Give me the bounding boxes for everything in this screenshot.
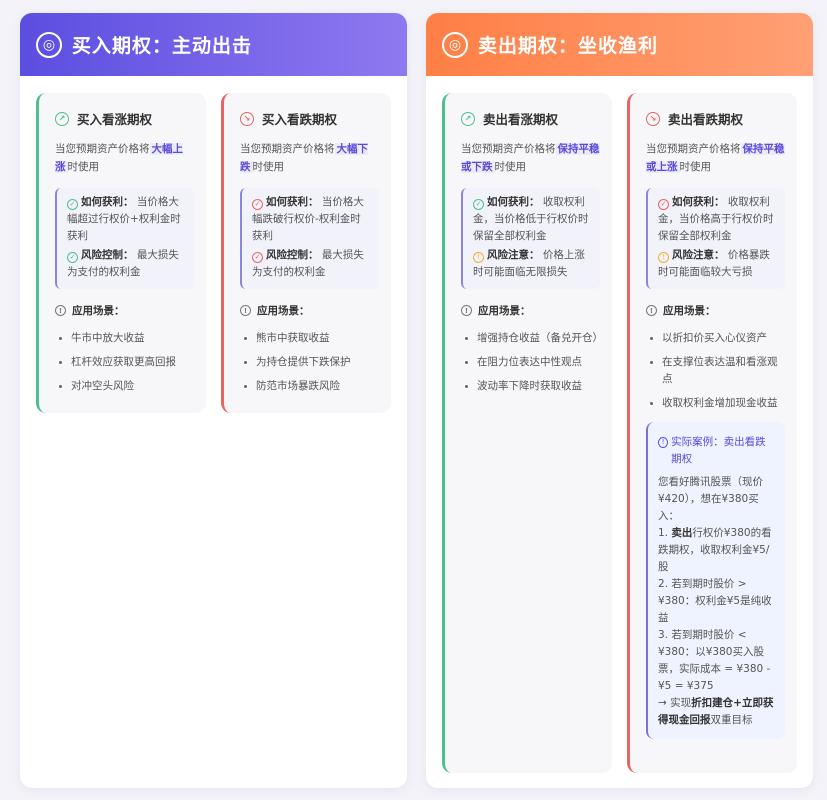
case-body: 您看好腾讯股票（现价¥420），想在¥380买入： 1. 卖出行权价¥380的看… (658, 474, 775, 729)
shield-icon: ✓ (252, 252, 263, 263)
sell-options-header: ◎ 卖出期权：坐收渔利 (426, 13, 813, 76)
card-title: ↘ 买入看跌期权 (240, 109, 379, 128)
buy-put-card: ↘ 买入看跌期权 当您预期资产价格将大幅下跌时使用 ✓如何获利： 当价格大幅跌破… (221, 93, 391, 413)
sell-put-card: ↘ 卖出看跌期权 当您预期资产价格将保持平稳或上涨时使用 ✓如何获利： 收取权利… (627, 93, 797, 773)
card-description: 当您预期资产价格将保持平稳或上涨时使用 (646, 143, 785, 173)
card-description: 当您预期资产价格将大幅下跌时使用 (240, 143, 368, 173)
list-item: 收取权利金增加现金收益 (646, 395, 785, 412)
scene-list: 熊市中获取收益 为持仓提供下跌保护 防范市场暴跌风险 (240, 330, 379, 395)
card-title: ↘ 卖出看跌期权 (646, 109, 785, 128)
list-item: 增强持仓收益（备兑开仓） (461, 330, 603, 347)
profit-risk-box: ✓如何获利： 收取权利金，当价格低于行权价时保留全部权利金 !风险注意： 价格上… (461, 188, 600, 289)
case-step-2: 2. 若到期时股价 > ¥380：权利金¥5是纯收益 (658, 578, 772, 624)
list-item: 杠杆效应获取更高回报 (55, 354, 194, 371)
trend-down-icon: ↘ (240, 111, 254, 126)
case-intro: 您看好腾讯股票（现价¥420），想在¥380买入： (658, 476, 763, 522)
list-item: 波动率下降时获取收益 (461, 378, 600, 395)
trend-up-icon: ↗ (55, 111, 69, 126)
trend-up-icon: ↗ (461, 111, 475, 126)
warning-icon: ! (658, 252, 669, 263)
sell-call-card: ↗ 卖出看涨期权 当您预期资产价格将保持平稳或下跌时使用 ✓如何获利： 收取权利… (442, 93, 612, 773)
profit-risk-box: ✓如何获利： 当价格大幅超过行权价+权利金时获利 ✓风险控制： 最大损失为支付的… (55, 188, 194, 289)
scene-title: !应用场景： (240, 303, 379, 318)
card-description: 当您预期资产价格将保持平稳或下跌时使用 (461, 143, 600, 173)
case-study-box: !实际案例：卖出看跌期权 您看好腾讯股票（现价¥420），想在¥380买入： 1… (646, 422, 785, 739)
shield-icon: ✓ (67, 252, 78, 263)
list-item: 牛市中放大收益 (55, 330, 194, 347)
buy-options-header: ◎ 买入期权：主动出击 (20, 13, 407, 76)
scene-list: 牛市中放大收益 杠杆效应获取更高回报 对冲空头风险 (55, 330, 194, 395)
lightbulb-icon: ! (461, 305, 472, 316)
warning-icon: ! (473, 252, 484, 263)
card-title: ↗ 买入看涨期权 (55, 109, 194, 128)
case-step-1: 1. 卖出行权价¥380的看跌期权，收取权利金¥5/股 (658, 527, 772, 573)
profit-risk-box: ✓如何获利： 当价格大幅跌破行权价-权利金时获利 ✓风险控制： 最大损失为支付的… (240, 188, 379, 289)
lightbulb-icon: ! (55, 305, 66, 316)
case-title: !实际案例：卖出看跌期权 (658, 434, 775, 468)
list-item: 防范市场暴跌风险 (240, 378, 379, 395)
case-conclusion: → 实现折扣建仓+立即获得现金回报双重目标 (658, 697, 774, 726)
buy-options-panel: ◎ 买入期权：主动出击 ↗ 买入看涨期权 当您预期资产价格将大幅上涨时使用 ✓如… (20, 13, 407, 788)
list-item: 熊市中获取收益 (240, 330, 379, 347)
lightbulb-icon: ! (646, 305, 657, 316)
card-description: 当您预期资产价格将大幅上涨时使用 (55, 143, 183, 173)
scene-title: !应用场景： (646, 303, 785, 318)
scene-list: 以折扣价买入心仪资产 在支撑位表达温和看涨观点 收取权利金增加现金收益 (646, 330, 785, 412)
list-item: 在支撑位表达温和看涨观点 (646, 354, 785, 388)
list-item: 以折扣价买入心仪资产 (646, 330, 785, 347)
buy-call-card: ↗ 买入看涨期权 当您预期资产价格将大幅上涨时使用 ✓如何获利： 当价格大幅超过… (36, 93, 206, 413)
case-step-3: 3. 若到期时股价 < ¥380：以¥380买入股票，实际成本 = ¥380 -… (658, 629, 771, 692)
check-icon: ✓ (658, 199, 669, 210)
lightbulb-icon: ! (240, 305, 251, 316)
scene-title: !应用场景： (55, 303, 194, 318)
list-item: 对冲空头风险 (55, 378, 194, 395)
scene-title: !应用场景： (461, 303, 600, 318)
panel-title: 卖出期权：坐收渔利 (478, 35, 659, 57)
scene-list: 增强持仓收益（备兑开仓） 在阻力位表达中性观点 波动率下降时获取收益 (461, 330, 603, 395)
trend-down-icon: ↘ (646, 111, 660, 126)
check-icon: ✓ (67, 199, 78, 210)
target-icon: ◎ (36, 31, 62, 58)
check-icon: ✓ (473, 199, 484, 210)
card-title: ↗ 卖出看涨期权 (461, 109, 600, 128)
panel-title: 买入期权：主动出击 (72, 35, 253, 57)
profit-risk-box: ✓如何获利： 收取权利金，当价格高于行权价时保留全部权利金 !风险注意： 价格暴… (646, 188, 785, 289)
sell-options-panel: ◎ 卖出期权：坐收渔利 ↗ 卖出看涨期权 当您预期资产价格将保持平稳或下跌时使用… (426, 13, 813, 788)
list-item: 为持仓提供下跌保护 (240, 354, 379, 371)
check-icon: ✓ (252, 199, 263, 210)
target-icon: ◎ (442, 31, 468, 58)
lightbulb-icon: ! (658, 437, 669, 448)
list-item: 在阻力位表达中性观点 (461, 354, 600, 371)
